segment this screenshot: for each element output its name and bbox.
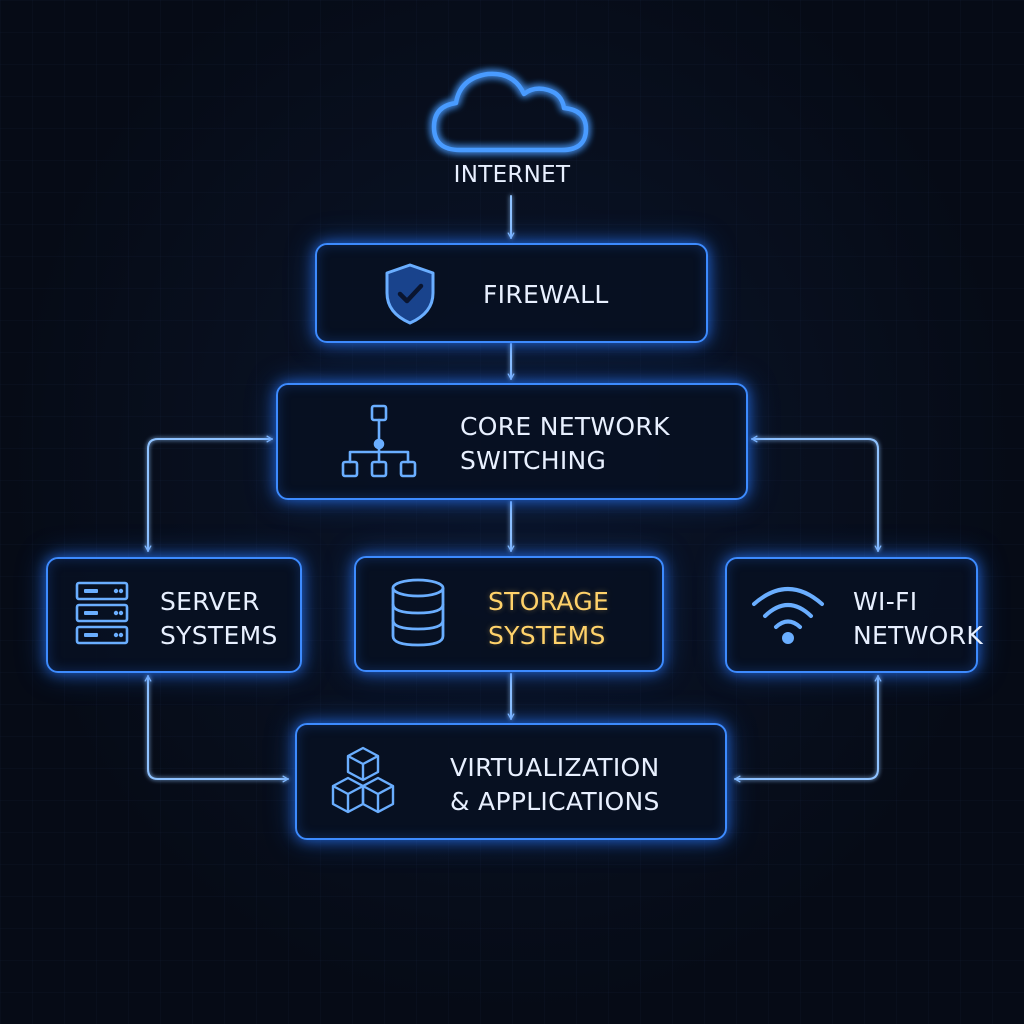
core-network-label: CORE NETWORK SWITCHING: [460, 410, 670, 478]
connector-server-virtualization: [144, 675, 289, 783]
shield-check-icon: [381, 261, 439, 327]
internet-label: INTERNET: [453, 162, 571, 188]
database-icon: [388, 576, 448, 650]
cloud-icon: [426, 64, 598, 164]
wifi-icon: [748, 582, 828, 646]
virtualization-line2: & APPLICATIONS: [450, 787, 660, 816]
cubes-icon: [328, 744, 398, 816]
core-network-line2: SWITCHING: [460, 446, 607, 475]
storage-systems-line1: STORAGE: [488, 587, 610, 616]
connector-wifi-virtualization: [734, 675, 882, 783]
storage-systems-node[interactable]: [354, 556, 664, 672]
firewall-label: FIREWALL: [483, 278, 609, 312]
wifi-network-line2: NETWORK: [853, 621, 984, 650]
connector-core-server: [144, 435, 273, 552]
wifi-network-line1: WI-FI: [853, 587, 918, 616]
hierarchy-icon: [338, 404, 426, 478]
server-systems-label: SERVER SYSTEMS: [160, 585, 278, 653]
virtualization-label: VIRTUALIZATION & APPLICATIONS: [450, 751, 660, 819]
wifi-network-label: WI-FI NETWORK: [853, 585, 983, 653]
server-systems-line2: SYSTEMS: [160, 621, 278, 650]
connector-core-wifi: [751, 435, 882, 552]
core-network-node[interactable]: [276, 383, 748, 500]
storage-systems-label: STORAGE SYSTEMS: [488, 585, 609, 653]
virtualization-node[interactable]: [295, 723, 727, 840]
server-systems-line1: SERVER: [160, 587, 260, 616]
storage-systems-line2: SYSTEMS: [488, 621, 606, 650]
server-rack-icon: [74, 580, 130, 646]
core-network-line1: CORE NETWORK: [460, 412, 670, 441]
firewall-node[interactable]: [315, 243, 708, 343]
virtualization-line1: VIRTUALIZATION: [450, 753, 660, 782]
firewall-label-text: FIREWALL: [483, 280, 609, 309]
